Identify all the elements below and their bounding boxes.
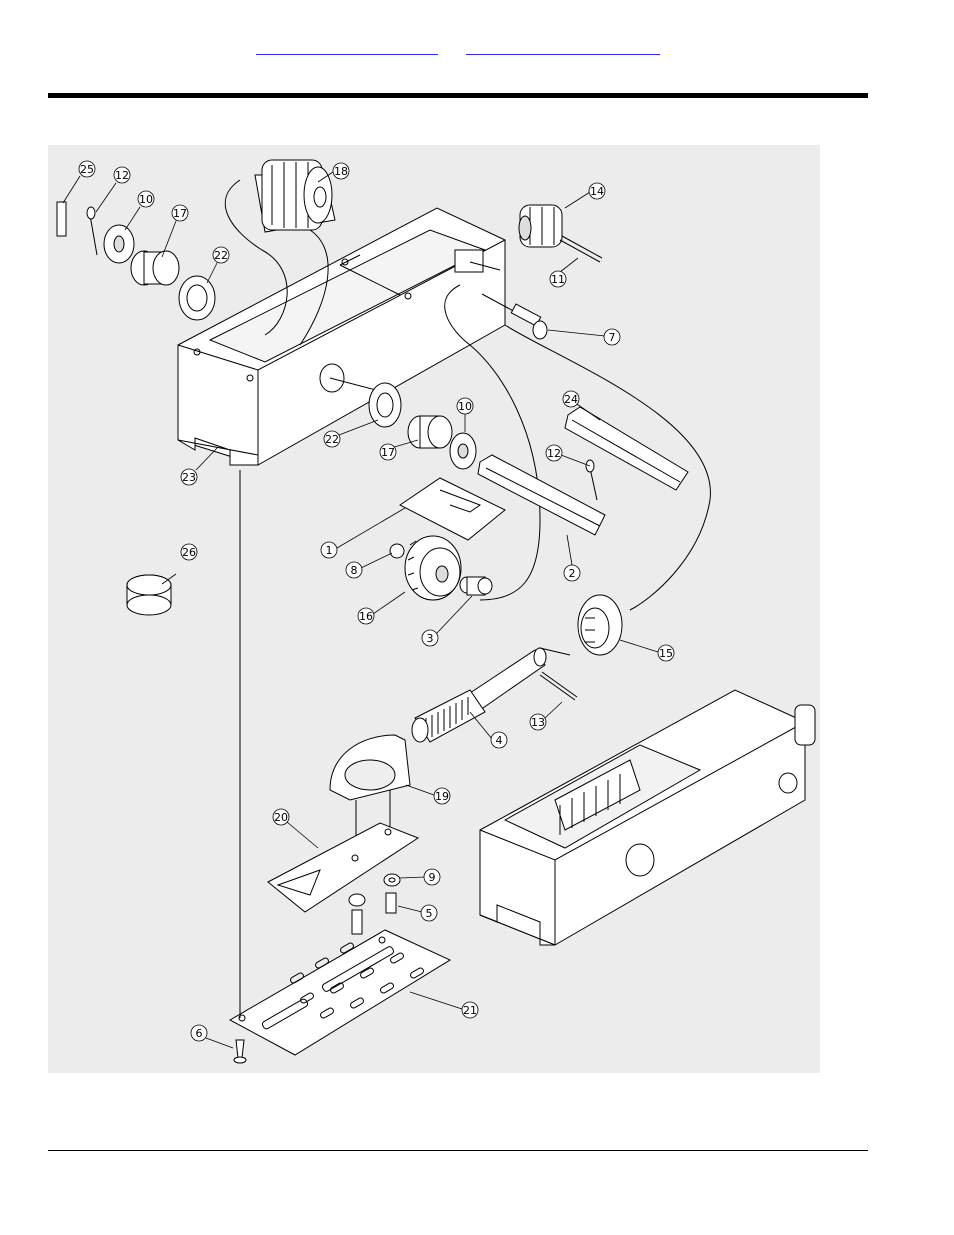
- drive-gear-18: [224, 159, 336, 346]
- callout-circles: [78, 160, 675, 1042]
- callout-25: 25: [80, 163, 94, 176]
- callout-10: 10: [139, 193, 153, 206]
- callout-16: 16: [359, 610, 373, 623]
- callout-15: 15: [659, 647, 673, 660]
- callout-17b: 17: [381, 446, 395, 459]
- callout-19: 19: [435, 790, 449, 803]
- callout-23: 23: [182, 471, 196, 484]
- callout-4: 4: [496, 734, 503, 747]
- callout-14: 14: [590, 185, 604, 198]
- callout-13: 13: [531, 716, 545, 729]
- callout-24: 24: [564, 393, 578, 406]
- callout-12: 12: [115, 169, 129, 182]
- callout-10b: 10: [458, 400, 472, 413]
- callout-2: 2: [569, 567, 576, 580]
- callout-18: 18: [334, 165, 348, 178]
- callout-22b: 22: [325, 433, 339, 446]
- callout-7: 7: [609, 331, 616, 344]
- footer-rule: [48, 1150, 868, 1151]
- assembled-housing: [479, 689, 816, 946]
- callout-3: 3: [427, 632, 434, 645]
- housing-main: [177, 207, 506, 466]
- cap-26: [126, 574, 172, 616]
- callout-26: 26: [182, 546, 196, 559]
- callout-17: 17: [173, 207, 187, 220]
- callout-22: 22: [214, 249, 228, 262]
- left-parts: [56, 201, 216, 321]
- callout-5: 5: [426, 907, 433, 920]
- callout-21: 21: [463, 1004, 477, 1017]
- callout-9: 9: [429, 871, 436, 884]
- base-plate-21: [228, 470, 452, 1064]
- plate-gear-group: [389, 477, 506, 601]
- header-link-1[interactable]: [256, 40, 438, 55]
- callout-labels: 25 12 10 17 22 18 14 11 7 24 22 17 10 12…: [80, 163, 673, 1040]
- middle-parts: [329, 377, 477, 470]
- callout-11: 11: [551, 273, 565, 286]
- spring-assembly: [411, 647, 578, 743]
- callout-1: 1: [326, 544, 333, 557]
- callout-20: 20: [274, 811, 288, 824]
- hex-shafts: [477, 406, 689, 536]
- header-rule: [48, 93, 868, 98]
- header-link-2[interactable]: [466, 40, 660, 55]
- bracket-plate: [267, 734, 420, 935]
- gear-15: [577, 594, 623, 656]
- callout-12b: 12: [547, 447, 561, 460]
- right-parts: [444, 204, 711, 611]
- callout-6: 6: [196, 1027, 203, 1040]
- callout-8: 8: [351, 564, 358, 577]
